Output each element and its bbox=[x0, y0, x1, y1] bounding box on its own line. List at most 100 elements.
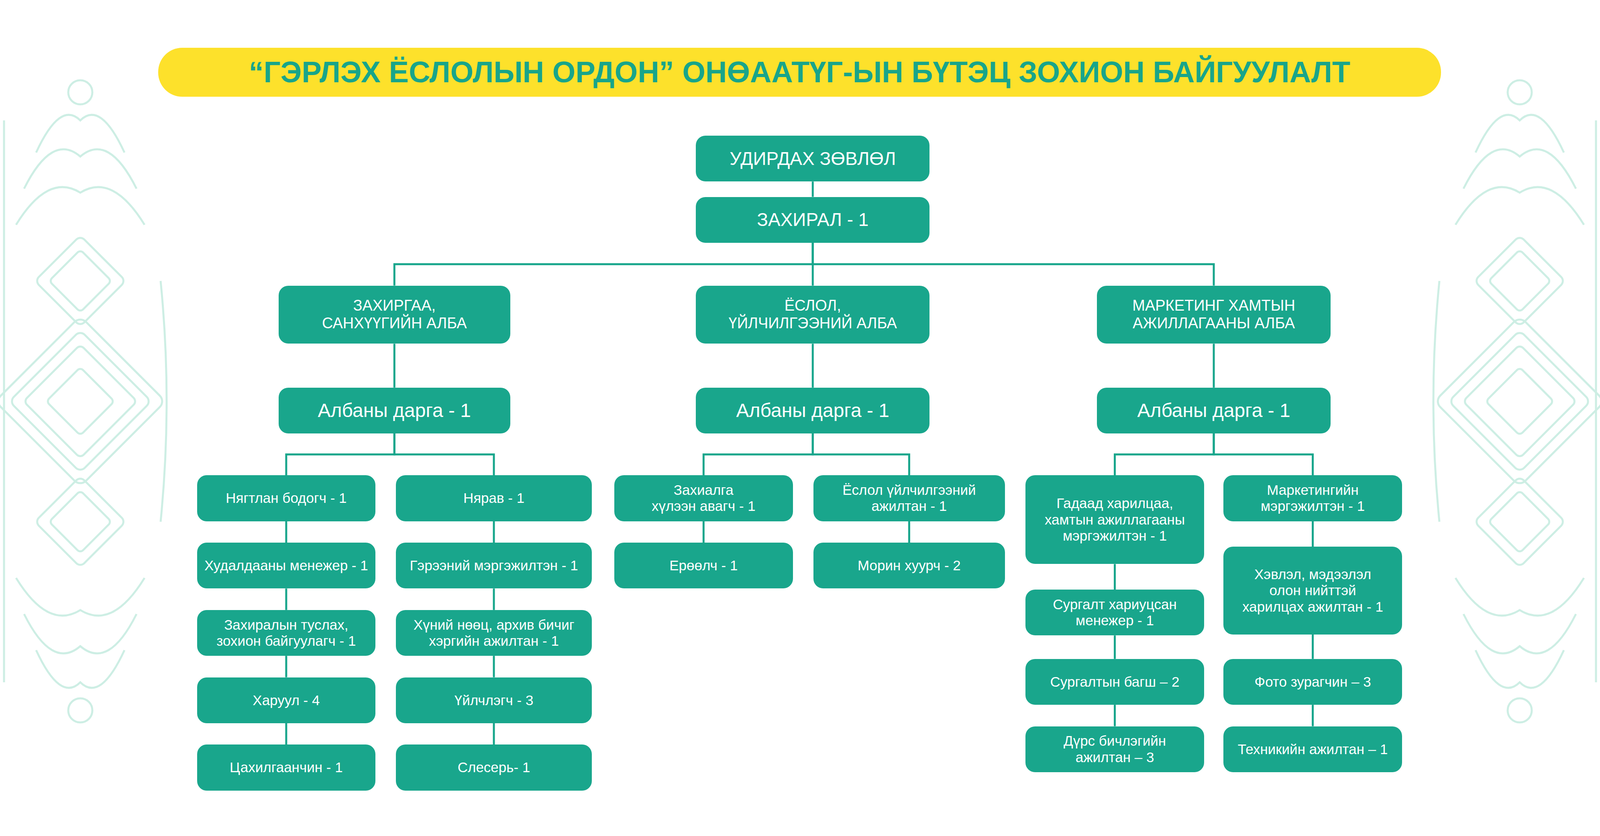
box-label: УДИРДАХ ЗӨВЛӨЛ bbox=[729, 148, 896, 170]
staff-box: Морин хуурч - 2 bbox=[813, 542, 1006, 589]
org-connector bbox=[812, 433, 910, 476]
box-label: Хэвлэл, мэдээлэл олон нийттэй харилцах а… bbox=[1229, 566, 1397, 616]
org-connector bbox=[493, 521, 496, 543]
box-label: МАРКЕТИНГ ХАМТЫН АЖИЛЛАГААНЫ АЛБА bbox=[1102, 297, 1325, 333]
ornament-diamond bbox=[34, 235, 126, 327]
connector-group bbox=[286, 181, 1313, 745]
org-connector bbox=[394, 242, 813, 286]
org-connector bbox=[702, 521, 705, 543]
head-box: Албаны дарга - 1 bbox=[1096, 387, 1331, 434]
org-connector bbox=[285, 656, 288, 678]
ornament-curl bbox=[24, 614, 137, 654]
ornament-diamond bbox=[23, 344, 138, 459]
box-label: Сургалт хариуцсан менежер - 1 bbox=[1031, 596, 1199, 630]
box-label: Морин хуурч - 2 bbox=[857, 557, 961, 574]
box-label: ЁСЛОЛ, ҮЙЛЧИЛГЭЭНИЙ АЛБА bbox=[701, 297, 924, 333]
box-label: Албаны дарга - 1 bbox=[736, 399, 890, 422]
ornament-diamond bbox=[48, 249, 112, 313]
ornament-circle bbox=[68, 698, 93, 723]
department-box: МАРКЕТИНГ ХАМТЫН АЖИЛЛАГААНЫ АЛБА bbox=[1096, 285, 1331, 345]
org-connector bbox=[1113, 564, 1116, 590]
org-connector bbox=[1114, 433, 1215, 476]
ornament-curl bbox=[16, 187, 145, 225]
box-label: ЗАХИРГАА, САНХҮҮГИЙН АЛБА bbox=[284, 297, 505, 333]
staff-box: Ерөөлч - 1 bbox=[614, 542, 793, 589]
staff-box: Слесерь- 1 bbox=[395, 744, 592, 791]
staff-box: Гадаад харилцаа, хамтын ажиллагааны мэрг… bbox=[1025, 475, 1205, 565]
box-label: Үйлчлэгч - 3 bbox=[454, 692, 534, 709]
box-label: Дүрс бичлэгийн ажилтан – 3 bbox=[1031, 733, 1199, 766]
ornament-curl bbox=[24, 149, 137, 189]
ornament-line bbox=[3, 120, 6, 683]
ornament-diamond bbox=[0, 316, 166, 487]
org-connector bbox=[493, 656, 496, 678]
org-connector bbox=[811, 343, 814, 388]
org-connector bbox=[1113, 635, 1116, 659]
staff-box: Гэрээний мэргэжилтэн - 1 bbox=[395, 542, 592, 589]
box-label: Ерөөлч - 1 bbox=[669, 557, 738, 574]
org-connector bbox=[493, 588, 496, 610]
org-connector bbox=[1311, 705, 1314, 727]
box-label: Техникийн ажилтан – 1 bbox=[1237, 741, 1389, 758]
box-label: Хүний нөөц, архив бичиг хэргийн ажилтан … bbox=[401, 617, 587, 650]
ornament-curl bbox=[36, 650, 125, 689]
board-box: УДИРДАХ ЗӨВЛӨЛ bbox=[695, 135, 930, 182]
org-connector bbox=[1311, 521, 1314, 548]
staff-box: Нярав - 1 bbox=[395, 475, 592, 522]
director-box: ЗАХИРАЛ - 1 bbox=[695, 197, 930, 243]
box-label: Захиралын туслах, зохион байгуулагч - 1 bbox=[202, 617, 371, 650]
box-label: Цахилгаанчин - 1 bbox=[229, 759, 343, 776]
ornament-curl bbox=[16, 578, 145, 616]
knot-ornament bbox=[1433, 80, 1600, 723]
org-connector bbox=[393, 343, 396, 388]
org-connector bbox=[908, 521, 911, 543]
box-label: ЗАХИРАЛ - 1 bbox=[756, 209, 869, 231]
box-label: Худалдааны менежер - 1 bbox=[204, 557, 369, 574]
org-connector bbox=[1113, 705, 1116, 727]
department-box: ЁСЛОЛ, ҮЙЛЧИЛГЭЭНИЙ АЛБА bbox=[695, 285, 930, 345]
ornament-diamond bbox=[48, 490, 112, 554]
ornament-circle bbox=[68, 80, 93, 105]
box-label: Захиалга хүлээн авагч - 1 bbox=[619, 482, 788, 515]
box-label: Нягтлан бодогч - 1 bbox=[225, 490, 347, 507]
box-label: Харуул - 4 bbox=[252, 692, 320, 709]
box-label: Гэрээний мэргэжилтэн - 1 bbox=[409, 557, 578, 574]
staff-box: Хүний нөөц, архив бичиг хэргийн ажилтан … bbox=[395, 610, 592, 657]
box-label: Фото зурагчин – 3 bbox=[1254, 674, 1372, 691]
org-connector bbox=[493, 723, 496, 745]
box-label: Гадаад харилцаа, хамтын ажиллагааны мэрг… bbox=[1031, 495, 1199, 545]
staff-box: Дүрс бичлэгийн ажилтан – 3 bbox=[1025, 726, 1205, 773]
org-connector bbox=[1213, 433, 1313, 476]
staff-box: Сургалт хариуцсан менежер - 1 bbox=[1025, 589, 1205, 636]
title-band: “ГЭРЛЭХ ЁСЛОЛЫН ОРДОН” ОНӨААТҮГ-ЫН БҮТЭЦ… bbox=[158, 47, 1442, 97]
staff-box: Фото зурагчин – 3 bbox=[1223, 659, 1403, 706]
department-box: ЗАХИРГАА, САНХҮҮГИЙН АЛБА bbox=[278, 285, 511, 345]
ornament-diamond bbox=[46, 367, 115, 436]
knot-ornament bbox=[0, 80, 167, 723]
staff-box: Цахилгаанчин - 1 bbox=[197, 744, 376, 791]
org-connector bbox=[394, 433, 494, 476]
ornament-diamond bbox=[9, 330, 152, 473]
org-connector bbox=[703, 433, 813, 476]
org-connector bbox=[285, 723, 288, 745]
staff-box: Ёслол үйлчилгээний ажилтан - 1 bbox=[813, 475, 1006, 522]
box-label: Албаны дарга - 1 bbox=[317, 399, 471, 422]
staff-box: Сургалтын багш – 2 bbox=[1025, 659, 1205, 706]
org-connector bbox=[811, 181, 814, 197]
ornament-diamond bbox=[34, 476, 126, 568]
org-connector bbox=[1311, 634, 1314, 660]
box-label: Слесерь- 1 bbox=[457, 759, 531, 776]
box-label: Маркетингийн мэргэжилтэн - 1 bbox=[1229, 482, 1397, 515]
chart-title: “ГЭРЛЭХ ЁСЛОЛЫН ОРДОН” ОНӨААТҮГ-ЫН БҮТЭЦ… bbox=[248, 55, 1351, 89]
staff-box: Хэвлэл, мэдээлэл олон нийттэй харилцах а… bbox=[1223, 546, 1403, 635]
box-label: Албаны дарга - 1 bbox=[1137, 399, 1291, 422]
staff-box: Нягтлан бодогч - 1 bbox=[197, 475, 376, 522]
staff-box: Захиалга хүлээн авагч - 1 bbox=[614, 475, 793, 522]
box-label: Сургалтын багш – 2 bbox=[1050, 674, 1180, 691]
org-connector bbox=[285, 521, 288, 543]
org-connector bbox=[286, 433, 395, 476]
staff-box: Техникийн ажилтан – 1 bbox=[1223, 726, 1403, 773]
org-connector bbox=[1212, 343, 1215, 388]
